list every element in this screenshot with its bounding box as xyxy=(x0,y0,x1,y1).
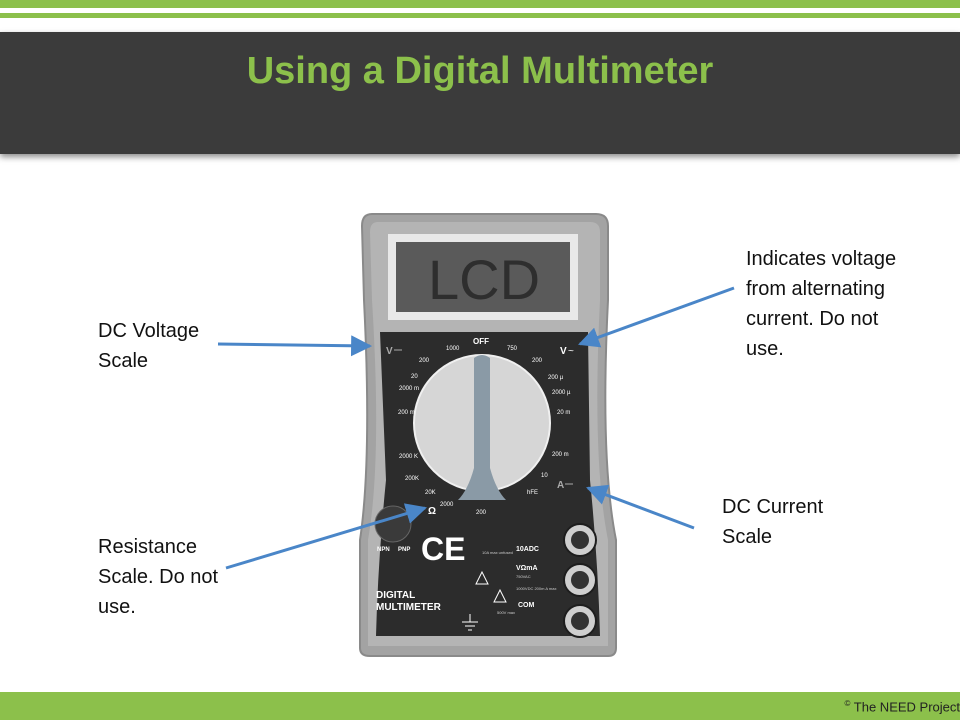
tick-ohm-200k: 200K xyxy=(405,476,419,482)
arrow-dc-current xyxy=(586,484,695,530)
npn-label: NPN xyxy=(377,547,390,553)
jack-vohm-note: 750VAC xyxy=(516,574,531,579)
tick-vac-750: 750 xyxy=(507,346,518,352)
warning-icon xyxy=(475,570,489,585)
lcd-screen xyxy=(396,242,570,312)
dial-pointer xyxy=(458,355,506,500)
ohm-label: Ω xyxy=(428,506,436,517)
tick-v-20: 20 xyxy=(411,374,418,380)
tick-ohm-2000: 2000 xyxy=(440,502,454,508)
title-bar xyxy=(0,32,960,154)
tick-v-200m: 200 m xyxy=(398,410,415,416)
hfe-label: hFE xyxy=(527,490,538,496)
tick-a-2000u: 2000 µ xyxy=(552,390,571,396)
transistor-socket[interactable] xyxy=(374,505,412,543)
lcd-label: LCD xyxy=(428,248,540,311)
arrow-resistance xyxy=(225,503,428,570)
amp-dc-label: A xyxy=(557,480,564,491)
top-accent-line xyxy=(0,13,960,18)
tick-a-10: 10 xyxy=(541,473,548,479)
v-dc-label: V xyxy=(386,346,393,357)
ce-mark: CE xyxy=(421,531,465,567)
jack-com-label: COM xyxy=(518,602,535,609)
jack-vohm-label: VΩmA xyxy=(516,565,538,572)
jack-10a-label: 10ADC xyxy=(516,546,539,553)
arrow-dc-voltage xyxy=(217,335,373,357)
tick-vac-200: 200 xyxy=(532,358,543,364)
ground-icon xyxy=(462,614,478,631)
jack-10a-note: 10A max unfused xyxy=(482,550,513,555)
copyright-symbol: © xyxy=(844,699,851,708)
tick-v-200: 200 xyxy=(419,358,430,364)
jack-vohm-hole xyxy=(571,571,589,589)
brand-line1: DIGITAL xyxy=(376,590,415,601)
tick-v-2000m: 2000 m xyxy=(399,386,419,392)
tick-ohm-200: 200 xyxy=(476,510,487,516)
off-label: OFF xyxy=(473,337,489,346)
jack-com-hole xyxy=(571,612,589,630)
jack-vohm-note2: 1000VDC 200m A max xyxy=(516,586,556,591)
arrow-ac-voltage xyxy=(578,286,735,348)
tick-a-200m: 200 m xyxy=(552,452,569,458)
label-resistance: Resistance Scale. Do not use. xyxy=(98,536,219,618)
tick-a-200u: 200 µ xyxy=(548,375,564,381)
pnp-label: PNP xyxy=(398,547,410,553)
footer-org: The NEED Project xyxy=(853,699,960,715)
footer-copyright: © The NEED Project xyxy=(845,699,960,714)
tick-v-1000: 1000 xyxy=(446,346,460,352)
ac-symbol: ~ xyxy=(568,346,574,357)
jack-10a-hole xyxy=(571,531,589,549)
footer-bar xyxy=(0,692,960,720)
tick-ohm-2000k: 2000 K xyxy=(399,454,418,460)
label-dc-current: DC Current Scale xyxy=(722,496,824,548)
top-accent-bar xyxy=(0,0,960,8)
page-title: Using a Digital Multimeter xyxy=(246,50,714,92)
tick-a-20m: 20 m xyxy=(557,410,570,416)
label-dc-voltage: DC Voltage Scale xyxy=(98,320,200,372)
jack-com-note: 500V max xyxy=(497,610,515,615)
label-ac-voltage: Indicates voltage from alternating curre… xyxy=(746,248,897,360)
brand-line2: MULTIMETER xyxy=(376,602,442,613)
tick-ohm-20k: 20K xyxy=(425,490,436,496)
v-ac-label: V xyxy=(560,346,567,357)
warning-icon-2 xyxy=(493,588,507,603)
